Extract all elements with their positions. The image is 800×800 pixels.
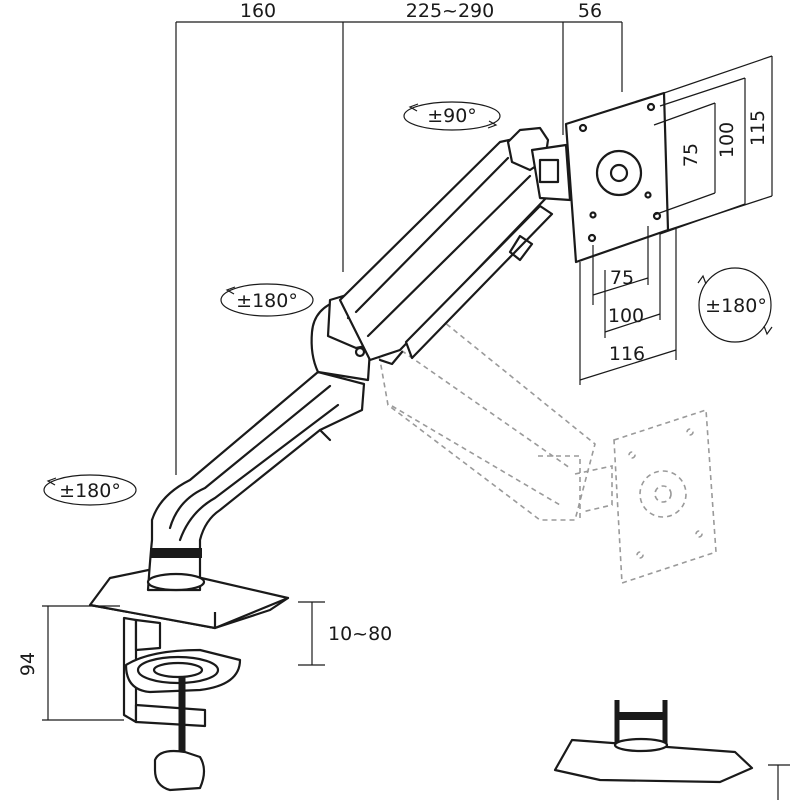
clamp-height-dimension (42, 605, 124, 721)
vesa-vertical-100: 100 (716, 122, 738, 158)
dimension-225-290: 225~290 (406, 0, 494, 22)
rotate-arm-icon (220, 283, 314, 317)
vesa-horizontal-dimensions (579, 226, 677, 385)
vesa-horizontal-100: 100 (608, 305, 644, 327)
vesa-horizontal-116: 116 (609, 343, 645, 365)
dimension-94: 94 (17, 652, 39, 676)
vesa-vertical-75: 75 (680, 143, 702, 167)
upper-arm (338, 136, 554, 366)
rotation-tilt-label: ±90° (427, 105, 477, 127)
top-dimension-lines (175, 21, 623, 475)
partial-base-bottom-right (553, 700, 790, 800)
tilt-head (506, 126, 572, 202)
rotate-tilt-icon (403, 101, 501, 131)
lower-arm (146, 370, 366, 592)
vesa-plate (564, 91, 670, 264)
rotation-base-label: ±180° (59, 480, 121, 502)
vesa-horizontal-75: 75 (610, 267, 634, 289)
rotation-plate-label: ±180° (705, 295, 767, 317)
rotation-arm-label: ±180° (236, 290, 298, 312)
rotate-base-icon (43, 474, 137, 506)
vesa-vertical-dimensions (653, 55, 773, 235)
dimension-160: 160 (240, 0, 276, 22)
rotate-plate-icon (697, 267, 773, 343)
vesa-vertical-115: 115 (747, 110, 769, 146)
desk-clamp (88, 566, 290, 792)
dimension-10-80: 10~80 (328, 623, 392, 645)
desk-thickness-dimension (298, 601, 325, 666)
dimension-56: 56 (578, 0, 602, 22)
